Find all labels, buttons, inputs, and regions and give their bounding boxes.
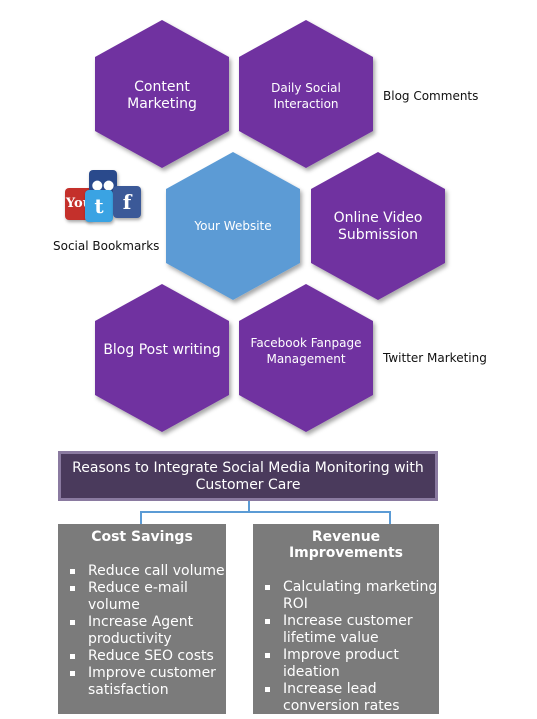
hexagon-content-marketing[interactable] [95, 20, 229, 168]
connector-left-drop [140, 511, 142, 524]
bullet-icon [70, 586, 75, 591]
bullet-icon [265, 619, 270, 624]
bullet-icon [265, 585, 270, 590]
hexagon-label-online-video-submission: Online Video Submission [333, 210, 423, 243]
bullet-icon [70, 671, 75, 676]
revenue-improvements-list: Calculating marketing ROI Increase custo… [253, 579, 439, 715]
bullet-icon [265, 687, 270, 692]
bullet-icon [70, 654, 75, 659]
list-item: Increase Agent productivity [58, 614, 226, 648]
list-item: Reduce e-mail volume [58, 580, 226, 614]
cost-savings-list: Reduce call volume Reduce e-mail volume … [58, 563, 226, 699]
hexagon-cluster [95, 20, 445, 432]
bullet-icon [70, 620, 75, 625]
list-item: Improve customer satisfaction [58, 665, 226, 699]
twitter-icon: t [85, 190, 113, 222]
hexagon-label-your-website: Your Website [194, 219, 272, 233]
hexagon-your-website[interactable] [166, 152, 300, 300]
list-item: Calculating marketing ROI [253, 579, 439, 613]
side-label-blog-comments: Blog Comments [383, 89, 479, 103]
side-label-social-bookmarks: Social Bookmarks [53, 239, 160, 253]
revenue-improvements-title: Revenue Improvements [288, 529, 404, 561]
list-item: Increase customer lifetime value [253, 613, 439, 647]
connector-right-drop [389, 511, 391, 524]
cost-savings-panel: Cost Savings Reduce call volume Reduce e… [58, 524, 226, 714]
list-item: Improve product ideation [253, 647, 439, 681]
list-item: Reduce SEO costs [58, 648, 226, 665]
connector-vertical [248, 501, 250, 512]
reasons-title-box: Reasons to Integrate Social Media Monito… [58, 451, 438, 501]
bullet-icon [70, 569, 75, 574]
hexagon-label-facebook-fanpage-management: Facebook Fanpage Management [250, 336, 362, 366]
hexagon-online-video-submission[interactable] [311, 152, 445, 300]
hexagon-daily-social-interaction[interactable] [239, 20, 373, 168]
facebook-icon: f [113, 186, 141, 218]
connector-horizontal [140, 511, 390, 513]
hexagon-facebook-fanpage-management[interactable] [239, 284, 373, 432]
hexagon-label-blog-post-writing: Blog Post writing [103, 342, 221, 358]
hexagon-label-daily-social-interaction: Daily Social Interaction [271, 81, 341, 111]
list-item: Reduce call volume [58, 563, 226, 580]
bullet-icon [265, 653, 270, 658]
revenue-improvements-panel: Revenue Improvements Calculating marketi… [253, 524, 439, 714]
hexagon-blog-post-writing[interactable] [95, 284, 229, 432]
hexagon-label-content-marketing: Content Marketing [127, 79, 197, 112]
cost-savings-title: Cost Savings [91, 529, 193, 545]
social-icons-cluster: You ●● t f [63, 168, 145, 226]
list-item: Increase lead conversion rates [253, 681, 439, 715]
side-label-twitter-marketing: Twitter Marketing [383, 351, 487, 365]
